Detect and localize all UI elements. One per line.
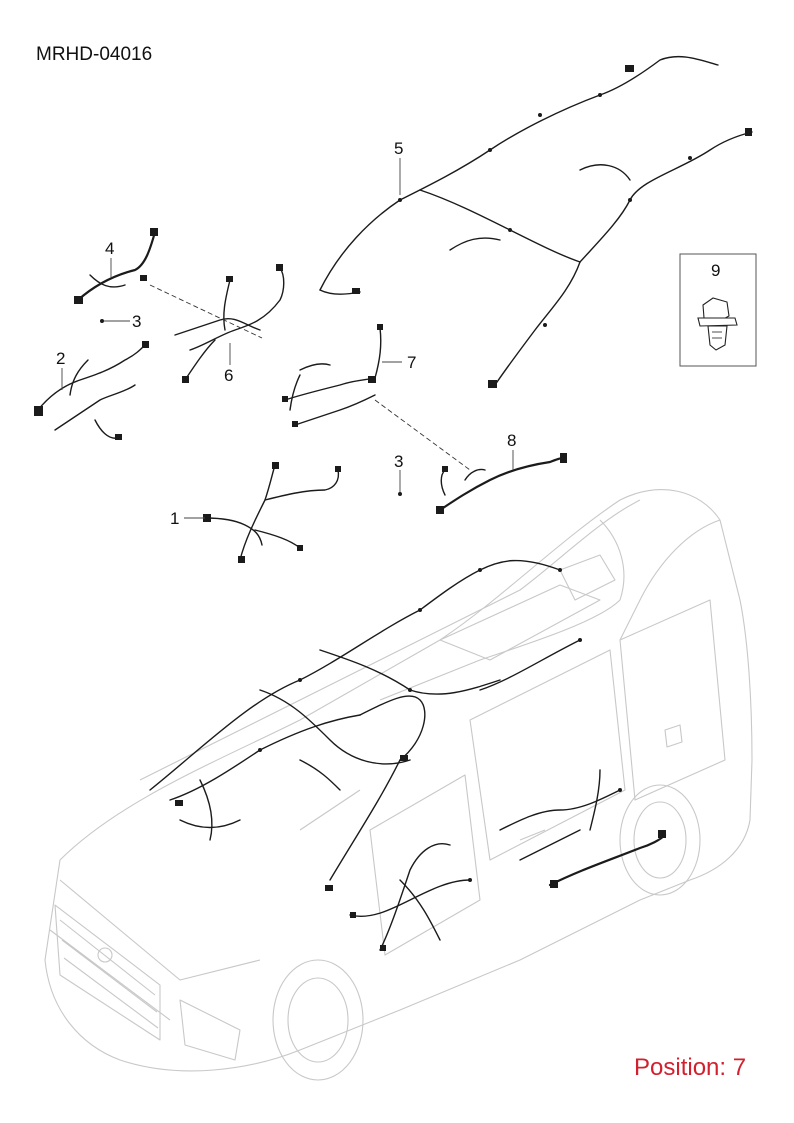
part-4-harness bbox=[74, 228, 158, 304]
assembly-line-4-6 bbox=[149, 284, 263, 339]
callout-3: 3 bbox=[132, 312, 141, 331]
callout-8: 8 bbox=[507, 431, 516, 450]
callout-1: 1 bbox=[170, 509, 179, 528]
assembly-line-7-8 bbox=[374, 399, 471, 471]
leader-lines bbox=[61, 158, 514, 519]
position-label: Position: 7 bbox=[634, 1054, 747, 1081]
callout-5: 5 bbox=[394, 139, 403, 158]
callout-9: 9 bbox=[711, 261, 720, 280]
installed-roof-harness bbox=[149, 559, 581, 881]
callout-6: 6 bbox=[224, 366, 233, 385]
vehicle-outline bbox=[44, 489, 753, 1081]
part-5-roof-harness bbox=[319, 56, 753, 388]
bolt-icon bbox=[697, 297, 738, 351]
installed-door-harness-front bbox=[349, 843, 471, 951]
diagram-code: MRHD-04016 bbox=[36, 44, 153, 65]
callout-4: 4 bbox=[105, 239, 114, 258]
callout-3: 3 bbox=[394, 452, 403, 471]
installed-door-harness-slide bbox=[499, 769, 667, 887]
part-9-inset bbox=[679, 253, 757, 367]
callout-2: 2 bbox=[56, 349, 65, 368]
part-7-harness bbox=[282, 324, 383, 427]
callout-7: 7 bbox=[407, 353, 416, 372]
part-1-harness bbox=[203, 462, 341, 563]
part-2-harness bbox=[34, 341, 149, 440]
installed-connectors bbox=[175, 568, 666, 951]
part-6-harness bbox=[174, 264, 285, 383]
part-8-harness bbox=[436, 453, 567, 514]
